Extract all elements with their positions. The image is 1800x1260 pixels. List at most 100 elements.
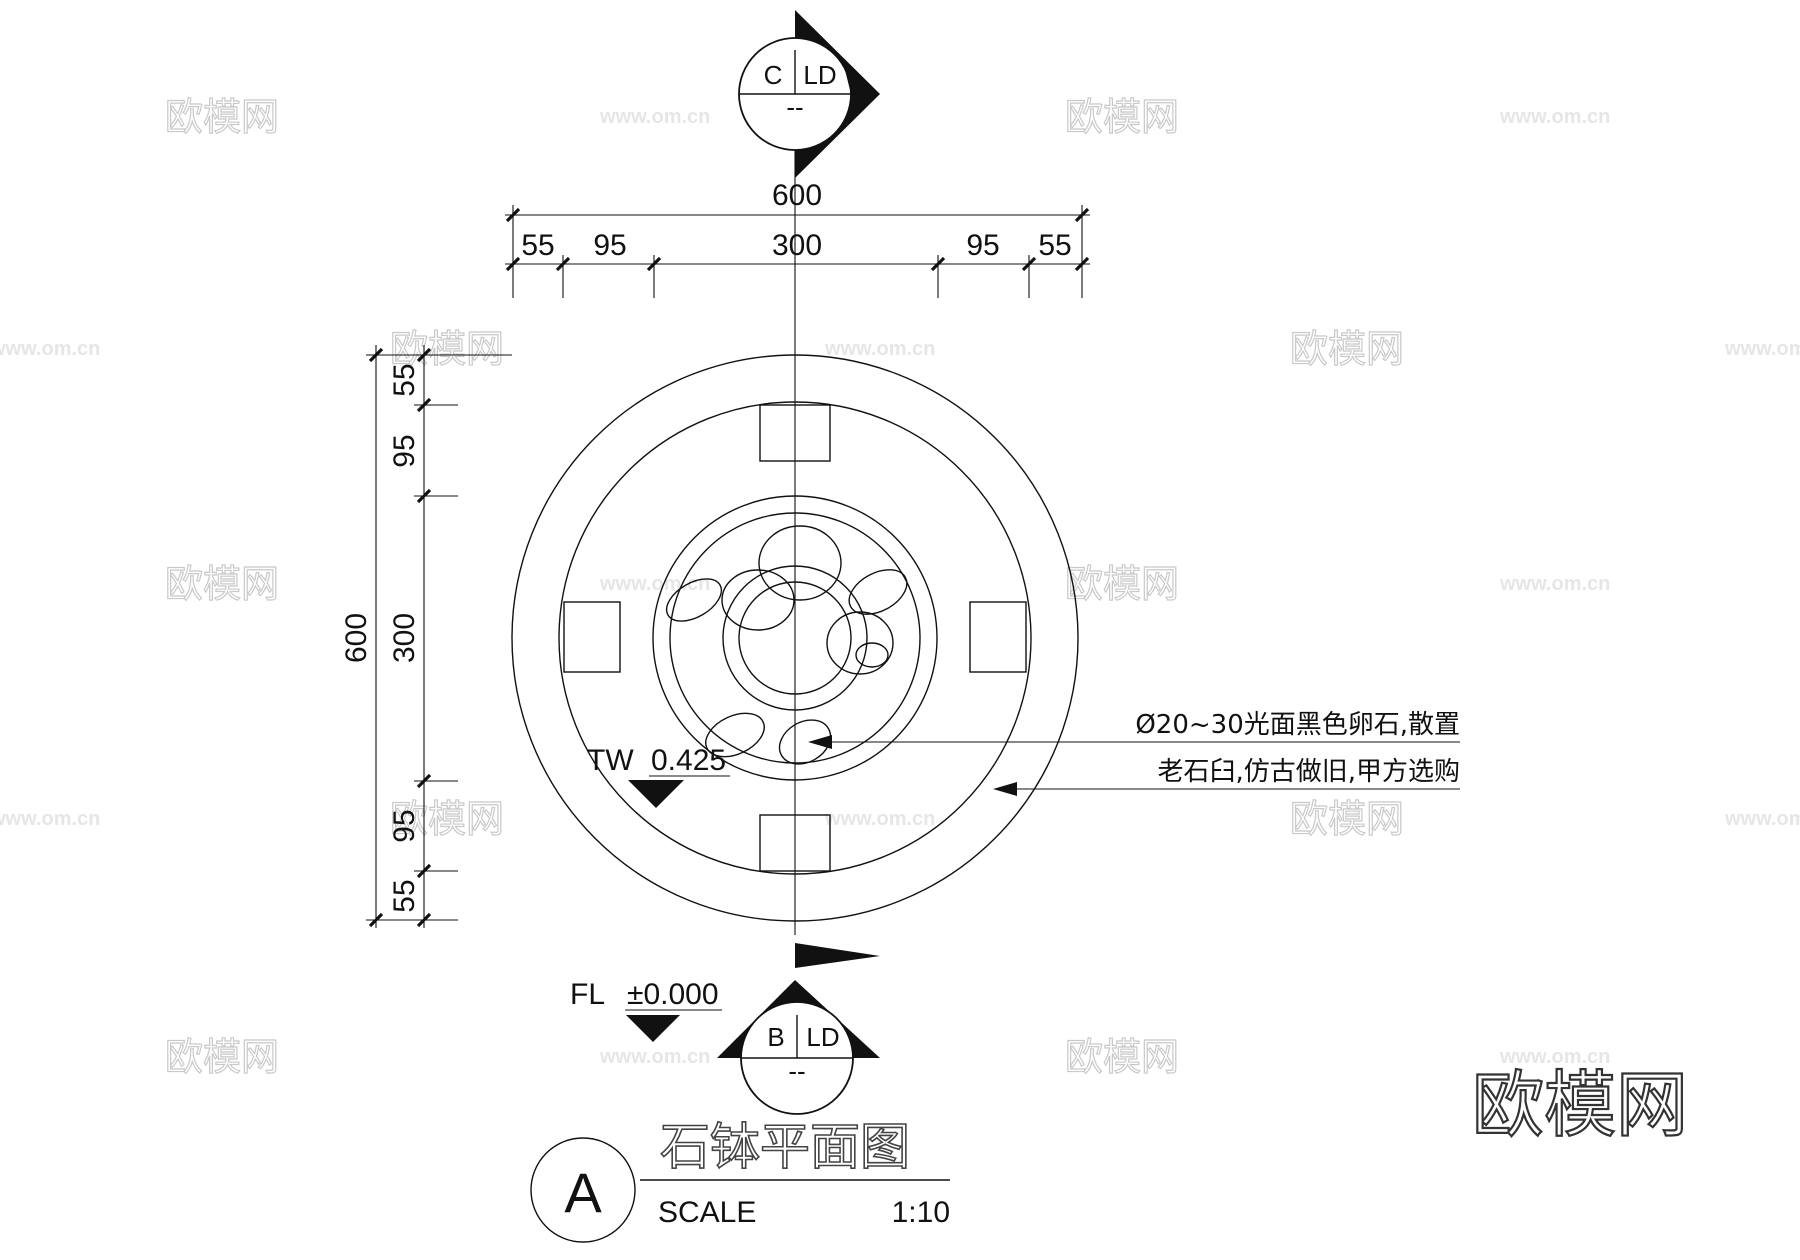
dim-tick bbox=[930, 256, 946, 272]
dim-part-label: 55 bbox=[1038, 229, 1071, 262]
note-pebbles: Ø20~30光面黑色卵石,散置 bbox=[1135, 710, 1460, 740]
dim-tick bbox=[555, 256, 571, 272]
watermark-logo: 欧模网 bbox=[1472, 1063, 1688, 1147]
watermark-text: 欧模网 bbox=[165, 95, 279, 139]
dim-part-label: 300 bbox=[772, 229, 822, 262]
dim-part-label: 55 bbox=[388, 363, 421, 396]
level-triangle bbox=[628, 780, 684, 808]
section-flag bbox=[795, 943, 880, 968]
pebble bbox=[665, 578, 723, 622]
dim-overall-label: 600 bbox=[772, 179, 822, 212]
dim-tick bbox=[416, 773, 432, 789]
dim-part-label: 95 bbox=[388, 434, 421, 467]
stone-basin-plan bbox=[511, 354, 1079, 922]
watermark-text: 欧模网 bbox=[1065, 95, 1179, 139]
watermark-url: www.om.cn bbox=[824, 808, 935, 830]
dim-part-label: 95 bbox=[593, 229, 626, 262]
section-letter: B bbox=[767, 1022, 784, 1052]
basin-outer-rim bbox=[511, 354, 1079, 922]
leader-arrow bbox=[808, 735, 832, 749]
section-code: LD bbox=[806, 1022, 839, 1052]
top-dimensions: 600 55 95 300 95 55 bbox=[505, 179, 1090, 298]
watermark-text: 欧模网 bbox=[165, 562, 279, 606]
section-letter: C bbox=[764, 60, 783, 90]
dim-tick bbox=[368, 912, 384, 928]
watermark-layer: 欧模网 www.om.cn 欧模网 www.om.cn www.om.cn 欧模… bbox=[0, 94, 1800, 1079]
watermark-url: www.om.cn bbox=[824, 338, 935, 360]
watermark-url: www.om.cn bbox=[1724, 338, 1800, 360]
watermark-url: www.om.cn bbox=[1499, 573, 1610, 595]
dim-tick bbox=[416, 347, 432, 363]
scale-value: 1:10 bbox=[892, 1196, 950, 1229]
dim-tick bbox=[416, 863, 432, 879]
level-value: 0.425 bbox=[651, 744, 726, 777]
pebble bbox=[721, 569, 795, 631]
section-sheet: -- bbox=[786, 92, 803, 122]
pebble bbox=[826, 611, 894, 675]
pebble bbox=[778, 719, 832, 765]
watermark-text: 欧模网 bbox=[1065, 1035, 1179, 1079]
title-block: A 石钵平面图 SCALE 1:10 bbox=[530, 1117, 950, 1243]
level-triangle bbox=[626, 1015, 680, 1042]
title-id: A bbox=[564, 1161, 602, 1224]
dim-tick bbox=[505, 207, 521, 223]
foot-square-bottom bbox=[759, 814, 831, 872]
dim-tick bbox=[416, 488, 432, 504]
left-dimensions: 600 55 95 300 95 55 bbox=[340, 345, 512, 928]
pebble bbox=[855, 642, 889, 668]
pebble bbox=[848, 569, 908, 615]
dim-part-label: 300 bbox=[388, 613, 421, 663]
watermark-text: 欧模网 bbox=[390, 797, 504, 841]
watermark-text: 欧模网 bbox=[390, 327, 504, 371]
section-marker-top: C LD -- bbox=[738, 10, 880, 178]
drawing-title: 石钵平面图 bbox=[660, 1118, 910, 1176]
pebble bbox=[705, 712, 765, 758]
section-sheet: -- bbox=[788, 1056, 805, 1086]
note-stone-mortar: 老石臼,仿古做旧,甲方选购 bbox=[1157, 757, 1460, 787]
watermark-url: www.om.cn bbox=[0, 338, 100, 360]
watermark-text: 欧模网 bbox=[1065, 562, 1179, 606]
leader-arrow bbox=[993, 782, 1017, 796]
dim-part-label: 55 bbox=[388, 879, 421, 912]
dim-tick bbox=[1021, 256, 1037, 272]
leader-notes: Ø20~30光面黑色卵石,散置 老石臼,仿古做旧,甲方选购 bbox=[808, 710, 1460, 796]
section-marker-bottom: B LD -- bbox=[717, 943, 880, 1115]
dim-tick bbox=[646, 256, 662, 272]
dim-tick bbox=[416, 397, 432, 413]
section-code: LD bbox=[803, 60, 836, 90]
center-circle bbox=[738, 581, 852, 695]
bowl-outer-circle bbox=[652, 495, 938, 781]
level-label: FL bbox=[570, 978, 605, 1011]
dim-tick bbox=[368, 347, 384, 363]
basin-inner-rim bbox=[558, 401, 1032, 875]
level-marker-tw: TW 0.425 bbox=[587, 744, 730, 808]
scale-label: SCALE bbox=[658, 1196, 756, 1229]
dim-tick bbox=[505, 256, 521, 272]
level-marker-fl: FL ±0.000 bbox=[570, 978, 722, 1042]
watermark-text: 欧模网 bbox=[1290, 327, 1404, 371]
watermark-text: 欧模网 bbox=[165, 1035, 279, 1079]
foot-square-left bbox=[563, 601, 621, 673]
watermark-url: www.om.cn bbox=[599, 573, 710, 595]
dim-tick bbox=[416, 912, 432, 928]
watermark-url: www.om.cn bbox=[599, 1046, 710, 1068]
pebble bbox=[758, 525, 842, 601]
dim-part-label: 95 bbox=[388, 809, 421, 842]
watermark-url: www.om.cn bbox=[0, 808, 100, 830]
dim-overall-label: 600 bbox=[340, 613, 373, 663]
watermark-url: www.om.cn bbox=[1724, 808, 1800, 830]
level-value: ±0.000 bbox=[627, 978, 719, 1011]
water-ring bbox=[722, 565, 868, 711]
watermark-url: www.om.cn bbox=[1499, 1046, 1610, 1068]
watermark-url: www.om.cn bbox=[599, 106, 710, 128]
title-id-circle bbox=[530, 1137, 636, 1243]
dim-part-label: 55 bbox=[521, 229, 554, 262]
foot-square-right bbox=[969, 601, 1027, 673]
watermark-text: 欧模网 bbox=[1290, 797, 1404, 841]
level-label: TW bbox=[587, 744, 634, 777]
dim-tick bbox=[1074, 256, 1090, 272]
watermark-url: www.om.cn bbox=[1499, 106, 1610, 128]
foot-square-top bbox=[759, 404, 831, 462]
